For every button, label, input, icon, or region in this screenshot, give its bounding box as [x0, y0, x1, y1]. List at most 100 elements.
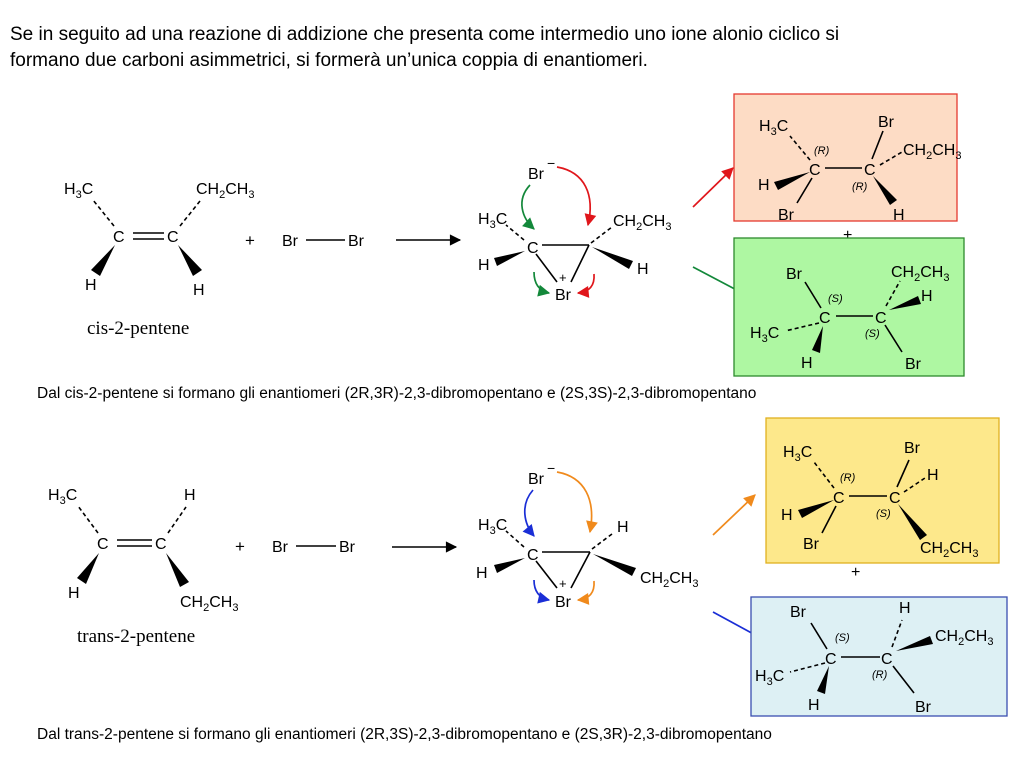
methyl-group: H3C [64, 181, 93, 201]
methyl-group: H3C [48, 487, 77, 507]
bromonium-br: Br [555, 287, 572, 304]
atom-br: Br [803, 536, 820, 553]
atom-c: C [167, 229, 179, 246]
atom-br: Br [904, 440, 921, 457]
ethyl-group: CH2CH3 [903, 142, 961, 162]
atom-h: H [68, 585, 80, 602]
trans-caption: Dal trans-2-pentene si formano gli enant… [37, 726, 772, 743]
atom-h: H [781, 507, 793, 524]
descriptor: (R) [852, 181, 868, 193]
ethyl-group: CH2CH3 [935, 628, 993, 648]
atom-h: H [617, 519, 629, 536]
opening-arrow-red [576, 273, 595, 298]
atom-c: C [113, 229, 125, 246]
descriptor: (R) [814, 145, 830, 157]
plus-sign: + [843, 227, 852, 244]
atom-h: H [637, 261, 649, 278]
opening-arrow-orange [576, 580, 595, 605]
minus-charge: − [547, 155, 555, 171]
attack-arrow-blue [522, 489, 535, 537]
atom-h: H [85, 277, 97, 294]
descriptor: (S) [835, 632, 850, 644]
opening-arrow-green [533, 271, 551, 297]
atom-h: H [184, 487, 196, 504]
atom-c: C [875, 310, 887, 327]
atom-br: Br [272, 539, 289, 556]
intro-text: Se in seguito ad una reazione di addizio… [10, 22, 1020, 74]
attack-arrow-red [556, 166, 597, 227]
atom-br: Br [915, 699, 932, 716]
methyl-group: H3C [755, 668, 784, 688]
atom-br: Br [878, 114, 895, 131]
atom-h: H [921, 288, 933, 305]
atom-br: Br [282, 233, 299, 250]
product-2r3s: C C H3C H Br Br H CH2CH3 (R) (S) [765, 417, 1000, 564]
ethyl-group: CH2CH3 [920, 540, 978, 560]
descriptor: (S) [865, 328, 880, 340]
descriptor: (R) [872, 669, 888, 681]
atom-br: Br [905, 356, 922, 373]
bromine-molecule: Br Br [272, 539, 356, 556]
minus-charge: − [547, 460, 555, 476]
atom-c: C [97, 536, 109, 553]
atom-br: Br [339, 539, 356, 556]
ethyl-group: CH2CH3 [180, 594, 238, 614]
methyl-group: H3C [759, 118, 788, 138]
attack-arrow-green [521, 184, 535, 230]
ethyl-group: CH2CH3 [613, 213, 671, 233]
atom-h: H [927, 467, 939, 484]
atom-h: H [478, 257, 490, 274]
product-2s3s: C C Br H3C H CH2CH3 H Br (S) (S) [733, 237, 965, 377]
atom-h: H [193, 282, 205, 299]
bromide-ion: Br [528, 166, 545, 183]
atom-c: C [527, 240, 539, 257]
atom-h: H [899, 600, 911, 617]
cis-name: cis-2-pentene [87, 318, 189, 339]
atom-c: C [819, 310, 831, 327]
trans-bromonium-intermediate: Br − C H3C H H CH2CH3 + Br [476, 460, 698, 611]
atom-h: H [801, 355, 813, 372]
atom-c: C [155, 536, 167, 553]
ethyl-group: CH2CH3 [640, 570, 698, 590]
intro-line-2: formano due carboni asimmetrici, si form… [10, 50, 648, 71]
atom-br: Br [778, 207, 795, 224]
methyl-group: H3C [478, 517, 507, 537]
product-2r3r: C C H3C H Br Br CH2CH3 H (R) (R) [733, 93, 961, 224]
atom-br: Br [790, 604, 807, 621]
atom-h: H [476, 565, 488, 582]
atom-c: C [864, 162, 876, 179]
trans-name: trans-2-pentene [77, 626, 195, 647]
attack-arrow-orange [556, 471, 598, 534]
plus-sign: + [245, 231, 255, 250]
opening-arrow-blue [533, 579, 551, 604]
intro-line-1: Se in seguito ad una reazione di addizio… [10, 24, 840, 45]
atom-c: C [889, 490, 901, 507]
trans-2-pentene-structure: C C H3C H H CH2CH3 trans-2-pentene [48, 487, 238, 647]
product-arrow-red [692, 167, 734, 208]
ethyl-group: CH2CH3 [196, 181, 254, 201]
bromine-molecule: Br Br [282, 233, 365, 250]
descriptor: (S) [876, 508, 891, 520]
atom-c: C [881, 651, 893, 668]
product-2s3r: C C Br H3C H H CH2CH3 Br (S) (R) [750, 596, 1008, 717]
cis-bromonium-intermediate: Br − C H3C CH2CH3 H H + Br [478, 155, 671, 304]
atom-h: H [893, 207, 905, 224]
methyl-group: H3C [783, 444, 812, 464]
plus-sign: + [851, 564, 860, 581]
atom-c: C [809, 162, 821, 179]
atom-h: H [758, 177, 770, 194]
methyl-group: H3C [750, 325, 779, 345]
plus-sign: + [235, 537, 245, 556]
bromonium-br: Br [555, 594, 572, 611]
atom-h: H [808, 697, 820, 714]
cis-caption: Dal cis-2-pentene si formano gli enantio… [37, 385, 757, 402]
atom-c: C [527, 547, 539, 564]
bromide-ion: Br [528, 471, 545, 488]
atom-c: C [833, 490, 845, 507]
plus-charge: + [559, 270, 567, 285]
methyl-group: H3C [478, 211, 507, 231]
plus-charge: + [559, 576, 567, 591]
product-arrow-orange [712, 494, 756, 536]
atom-br: Br [348, 233, 365, 250]
